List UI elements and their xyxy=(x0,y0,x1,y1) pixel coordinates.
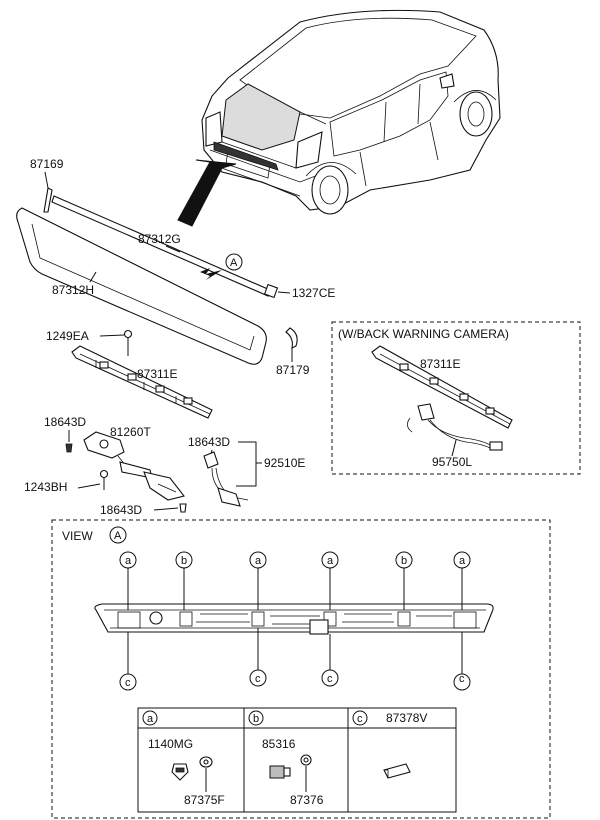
label-87312h: 87312H xyxy=(52,283,94,297)
label-81260t: 81260T xyxy=(110,425,151,439)
top-marker-5: b xyxy=(401,555,407,567)
view-a-title: VIEW xyxy=(62,529,93,543)
legend-key-a: a xyxy=(147,713,154,725)
top-marker-4: a xyxy=(327,555,334,567)
top-marker-3: a xyxy=(255,555,262,567)
label-18643d-a: 18643D xyxy=(44,415,86,429)
clip-18643d-c xyxy=(179,503,187,513)
camera-box-title: (W/BACK WARNING CAMERA) xyxy=(338,327,509,341)
lamp-92510e xyxy=(203,451,249,507)
label-87179: 87179 xyxy=(276,363,310,377)
label-87312g: 87312G xyxy=(138,232,181,246)
bottom-marker-3: c xyxy=(327,673,333,685)
clip-18643d-a xyxy=(65,443,73,453)
nut-1327ce xyxy=(263,283,279,299)
location-arrow xyxy=(177,159,237,227)
camera-label-87311e: 87311E xyxy=(420,357,460,371)
top-marker-6: a xyxy=(459,555,466,567)
view-a-box: VIEW A a b a a b xyxy=(51,519,551,819)
latch-81260t xyxy=(83,431,185,501)
car-illustration xyxy=(201,9,501,215)
label-18643d-c: 18643D xyxy=(100,503,142,517)
label-1243bh: 1243BH xyxy=(24,480,67,494)
camera-option-box: (W/BACK WARNING CAMERA) 87311E 95750L xyxy=(331,321,581,475)
label-1249ea: 1249EA xyxy=(46,329,89,343)
view-a-marker-circle xyxy=(109,526,127,544)
legend-b-part2: 87376 xyxy=(290,793,324,807)
view-marker-letter: A xyxy=(230,257,238,269)
fastener-legend-table: a b c 87378V 1140MG 87375F 85316 87376 xyxy=(137,707,457,813)
bolt-1243bh xyxy=(99,469,109,479)
clip-87179 xyxy=(285,327,298,349)
legend-b-part1: 85316 xyxy=(262,737,296,751)
legend-key-c: c xyxy=(357,713,363,725)
view-marker-circle xyxy=(225,253,243,271)
label-87311e: 87311E xyxy=(137,367,177,381)
legend-a-part2: 87375F xyxy=(184,793,225,807)
legend-key-b: b xyxy=(253,713,259,725)
camera-label-95750l: 95750L xyxy=(432,455,472,469)
garnish-87312h xyxy=(16,207,267,365)
bottom-marker-2: c xyxy=(255,673,261,685)
bottom-marker-1: c xyxy=(125,677,131,689)
bottom-marker-4: c xyxy=(459,673,465,685)
label-1327ce: 1327CE xyxy=(292,286,335,300)
screw-1249ea xyxy=(123,329,133,339)
legend-c-part: 87378V xyxy=(386,711,427,725)
legend-a-part1: 1140MG xyxy=(148,737,193,751)
view-a-marker: A xyxy=(114,530,122,542)
top-marker-2: b xyxy=(181,555,187,567)
label-18643d-b: 18643D xyxy=(188,435,230,449)
top-marker-1: a xyxy=(125,555,132,567)
bracket-87311e xyxy=(71,345,213,419)
label-92510e: 92510E xyxy=(264,456,305,470)
label-87169: 87169 xyxy=(30,157,64,171)
view-arrow xyxy=(200,268,222,280)
strip-87169 xyxy=(43,187,53,213)
